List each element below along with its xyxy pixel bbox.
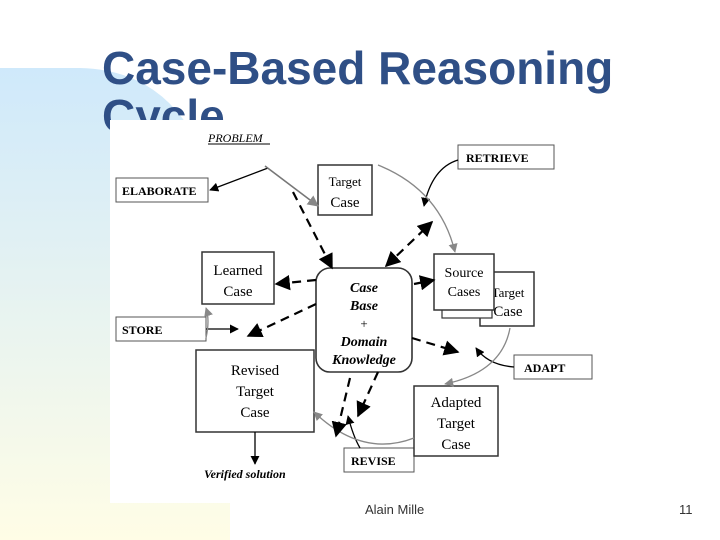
adapt-arc <box>444 327 511 387</box>
adapt-box: ADAPT <box>513 354 593 380</box>
revise-box: REVISE <box>343 447 415 473</box>
slide-title-line-1: Case-Based Reasoning <box>102 42 614 94</box>
case-base-text-2: Base <box>349 299 378 314</box>
adapt-arrow <box>475 347 515 368</box>
source-cases-box: Source Cases <box>433 253 495 311</box>
target-case-text-1: Target <box>329 174 362 189</box>
adapted-target-case-text-3: Case <box>441 437 471 453</box>
adapt-dashed-link <box>411 336 460 356</box>
case-base-text-1: Case <box>350 281 378 296</box>
case-base-text-3: + <box>360 316 367 331</box>
learned-case-text-1: Learned <box>213 263 263 279</box>
retrieve-label: RETRIEVE <box>466 151 529 165</box>
verified-solution-label: Verified solution <box>204 467 286 481</box>
elaborate-arrow <box>209 167 269 192</box>
revised-target-case-text-2: Target <box>236 384 275 400</box>
slide-title: Case-Based Reasoning Cycle <box>102 44 702 140</box>
revised-target-case-text-1: Revised <box>231 363 280 379</box>
store-label: STORE <box>122 323 162 337</box>
revise-arrow <box>345 415 361 449</box>
target-case-text-2: Case <box>330 195 360 211</box>
cbr-cycle-diagram: RETRIEVE ELABORATE STORE ADAPT REVISE PR… <box>110 120 615 503</box>
page-number: 11 <box>679 502 693 517</box>
elaborate-box: ELABORATE <box>115 177 209 203</box>
source-cases-text-2: Cases <box>448 285 481 300</box>
elaborate-label: ELABORATE <box>122 184 196 198</box>
problem-arrow <box>264 165 319 207</box>
store-box: STORE <box>115 316 207 342</box>
footer-author: Alain Mille <box>365 502 425 517</box>
source-dashed-link <box>413 275 436 291</box>
problem-label: PROBLEM <box>207 131 264 145</box>
cbr-cycle-svg: RETRIEVE ELABORATE STORE ADAPT REVISE PR… <box>115 131 593 481</box>
case-base-box: Case Base + Domain Knowledge <box>315 267 413 373</box>
source-cases-text-1: Source <box>445 266 484 281</box>
learned-case-box: Learned Case <box>201 251 275 305</box>
target-casebase-dashed-link <box>384 220 434 268</box>
adapt-label: ADAPT <box>524 361 565 375</box>
retrieve-arc <box>377 164 458 253</box>
adapted-target-case-text-1: Adapted <box>431 395 482 411</box>
case-base-text-4: Domain <box>340 335 388 350</box>
casebase-revised-dashed-link <box>246 303 317 338</box>
learned-dashed-link <box>274 274 317 291</box>
revise-arc <box>313 411 415 445</box>
adapted-target-case-box: Adapted Target Case <box>413 385 499 457</box>
band-curve <box>80 68 230 160</box>
revise-label: REVISE <box>351 454 396 468</box>
source-target-case-text-2: Case <box>493 304 523 320</box>
target-case-box: Target Case <box>317 164 373 216</box>
source-target-case-text-1: Target <box>492 285 525 300</box>
retrieve-arrow <box>421 159 459 207</box>
revised-target-case-box: Revised Target Case <box>195 349 315 433</box>
revised-target-case-text-3: Case <box>240 405 270 421</box>
revise-dashed-link <box>356 371 380 418</box>
case-base-text-5: Knowledge <box>331 353 396 368</box>
casebase-adapted-dashed-link <box>331 377 352 438</box>
store-arc <box>204 307 213 339</box>
retrieve-box: RETRIEVE <box>457 144 555 170</box>
learned-case-text-2: Case <box>223 284 253 300</box>
adapted-target-case-text-2: Target <box>437 416 476 432</box>
